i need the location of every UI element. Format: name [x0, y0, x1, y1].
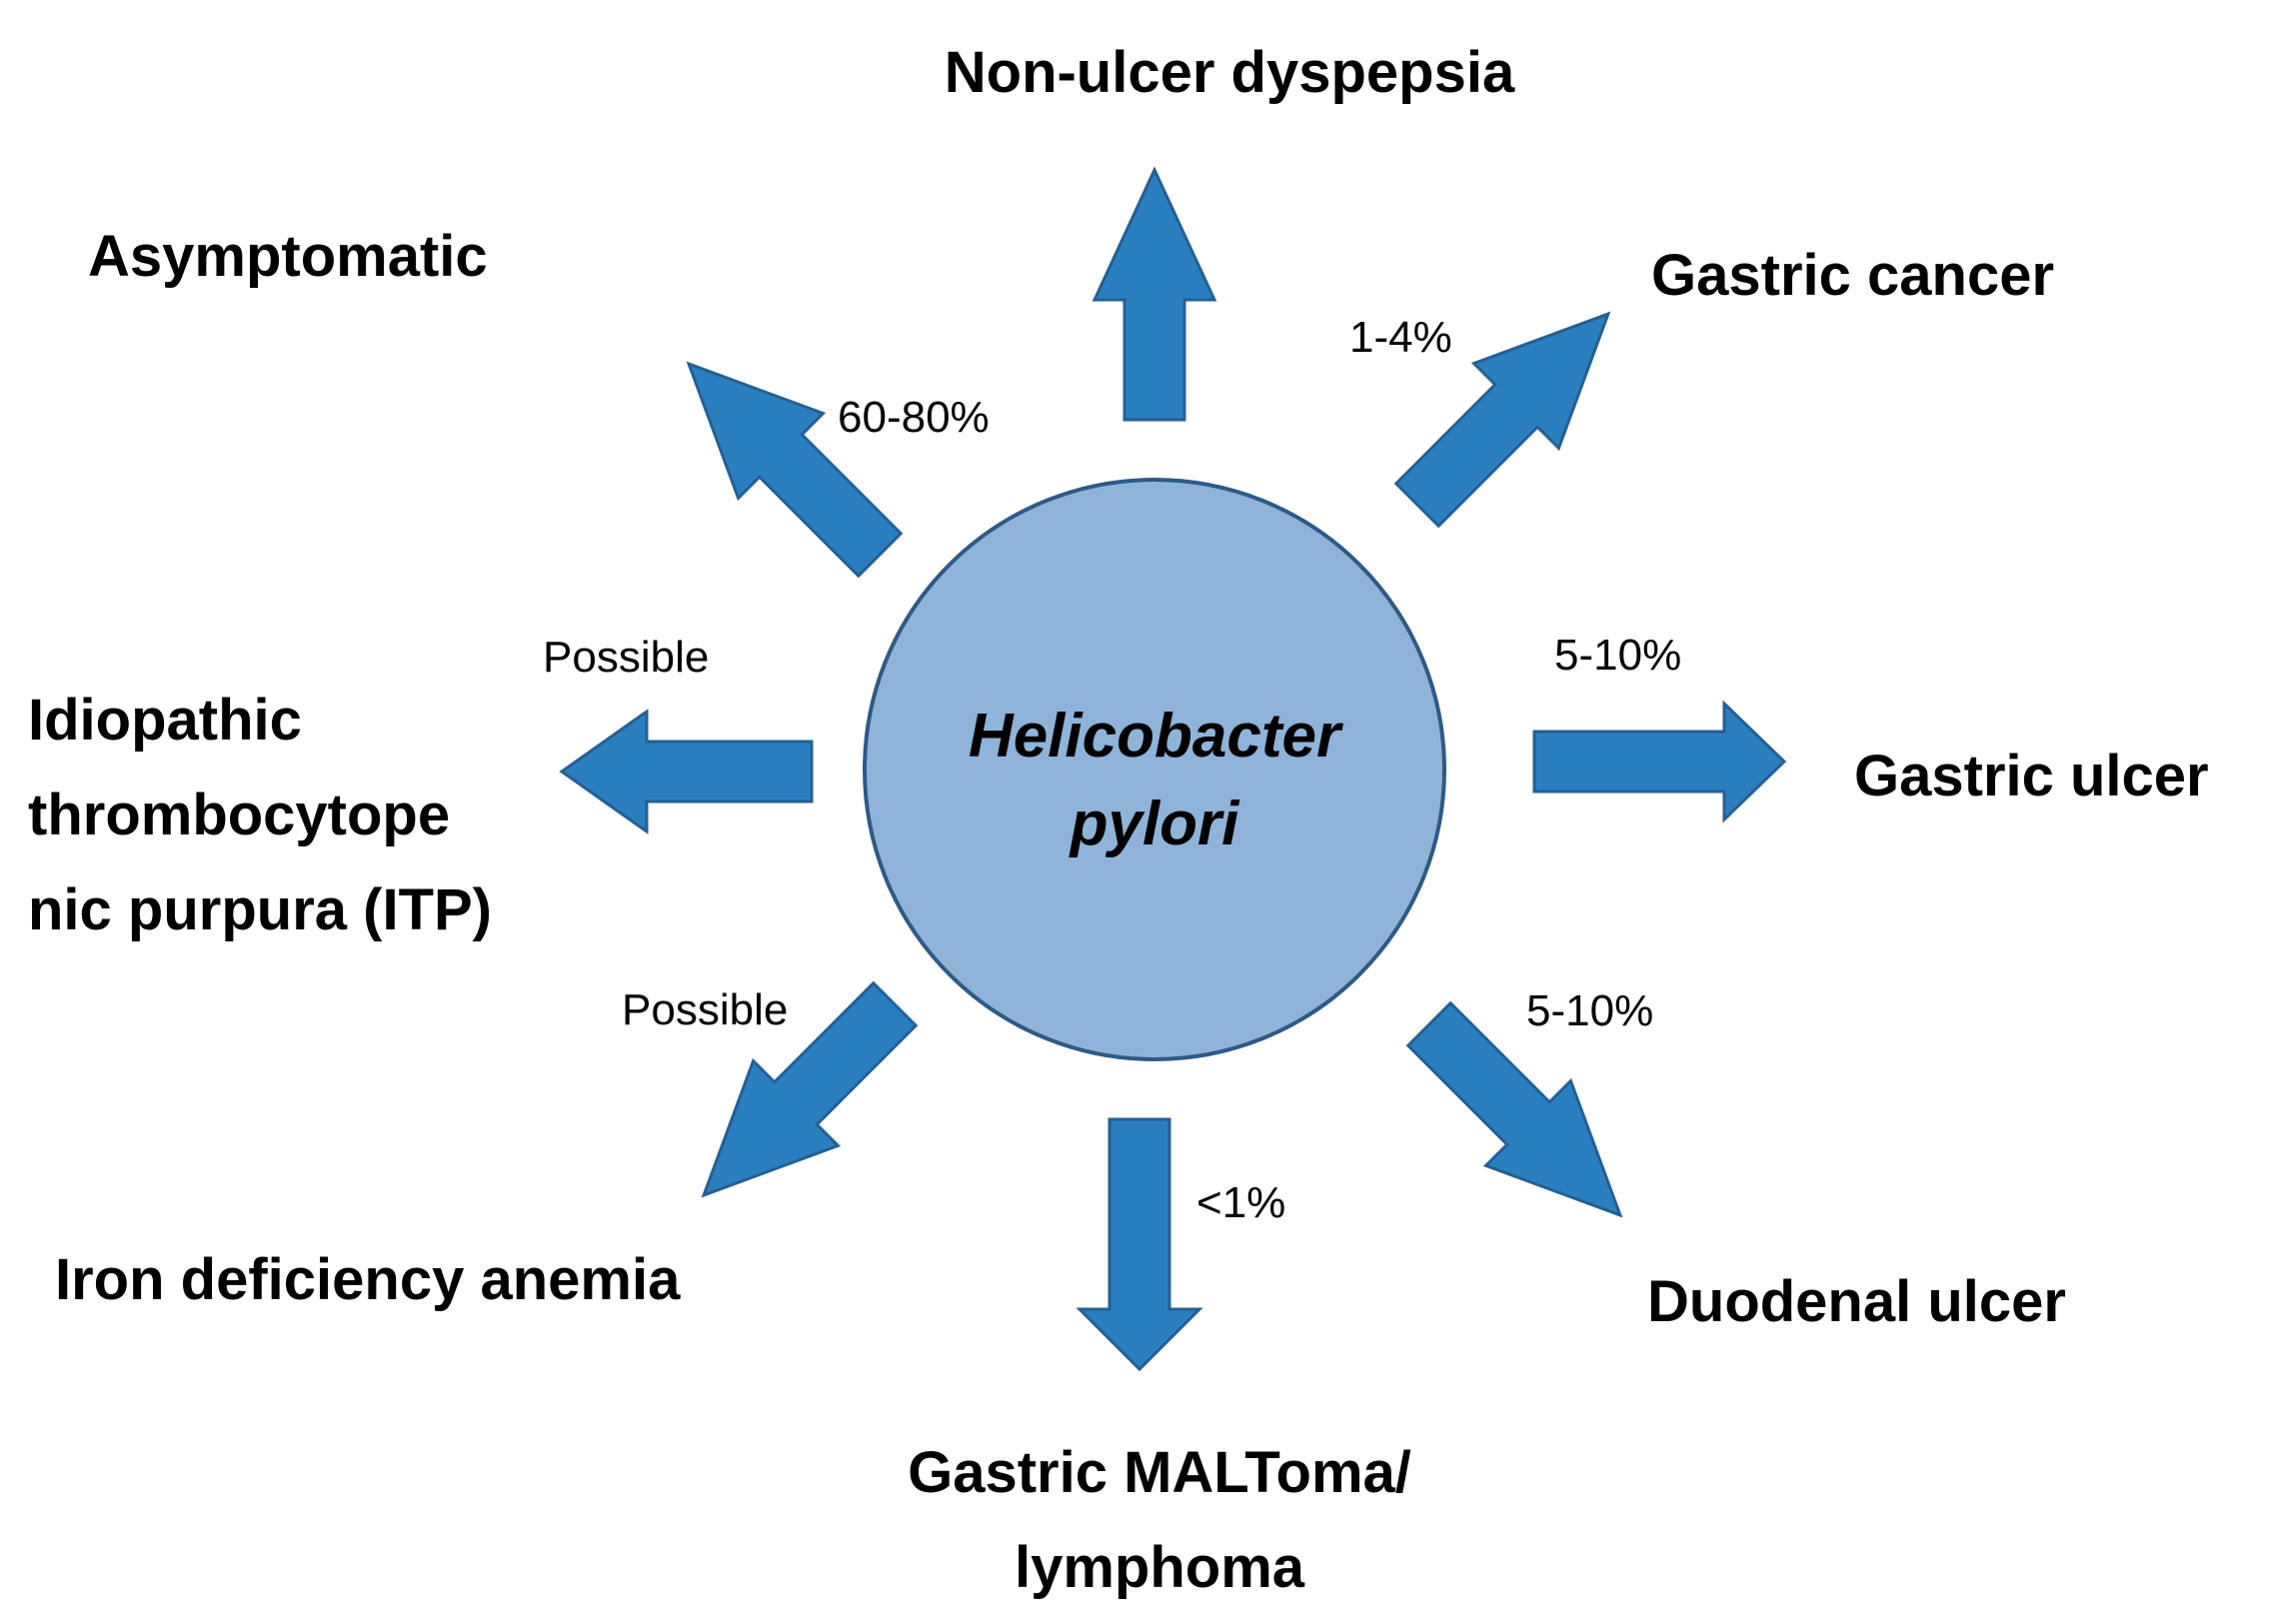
arrow-to-iron-deficiency-anemia	[701, 980, 919, 1198]
label-maltoma-line2: lymphoma	[1015, 1535, 1305, 1600]
label-gastric-ulcer: Gastric ulcer	[1854, 744, 2209, 809]
label-iron-deficiency-anemia: Iron deficiency anemia	[55, 1247, 681, 1312]
percent-gastric-ulcer: 5-10%	[1554, 631, 1681, 680]
label-non-ulcer-dyspepsia: Non-ulcer dyspepsia	[945, 40, 1515, 105]
label-maltoma-line1: Gastric MALToma/	[908, 1440, 1411, 1505]
center-label-line2: pylori	[1069, 790, 1241, 858]
percent-asymptomatic: 60-80%	[838, 393, 990, 442]
label-asymptomatic: Asymptomatic	[88, 224, 488, 289]
label-itp-line3: nic purpura (ITP)	[28, 877, 492, 942]
arrow-to-duodenal-ulcer	[1405, 1000, 1623, 1218]
center-label-line1: Helicobacter	[969, 702, 1343, 771]
label-itp-line2: thrombocytope	[28, 783, 450, 847]
percent-gastric-cancer: 1-4%	[1349, 313, 1452, 362]
center-circle	[863, 478, 1446, 1061]
arrow-to-maltoma	[1076, 1117, 1203, 1372]
arrow-to-itp	[559, 709, 814, 834]
arrow-to-asymptomatic	[686, 361, 904, 579]
arrow-to-gastric-cancer	[1393, 311, 1611, 529]
percent-maltoma: <1%	[1196, 1178, 1285, 1227]
arrow-to-gastric-ulcer	[1532, 700, 1787, 823]
percent-itp: Possible	[543, 633, 709, 682]
label-duodenal-ulcer: Duodenal ulcer	[1647, 1269, 2066, 1334]
label-gastric-cancer: Gastric cancer	[1651, 243, 2054, 308]
arrow-to-non-ulcer-dyspepsia	[1092, 166, 1217, 422]
label-itp-line1: Idiopathic	[28, 688, 302, 753]
percent-iron-deficiency-anemia: Possible	[622, 985, 788, 1034]
percent-duodenal-ulcer: 5-10%	[1526, 986, 1653, 1035]
